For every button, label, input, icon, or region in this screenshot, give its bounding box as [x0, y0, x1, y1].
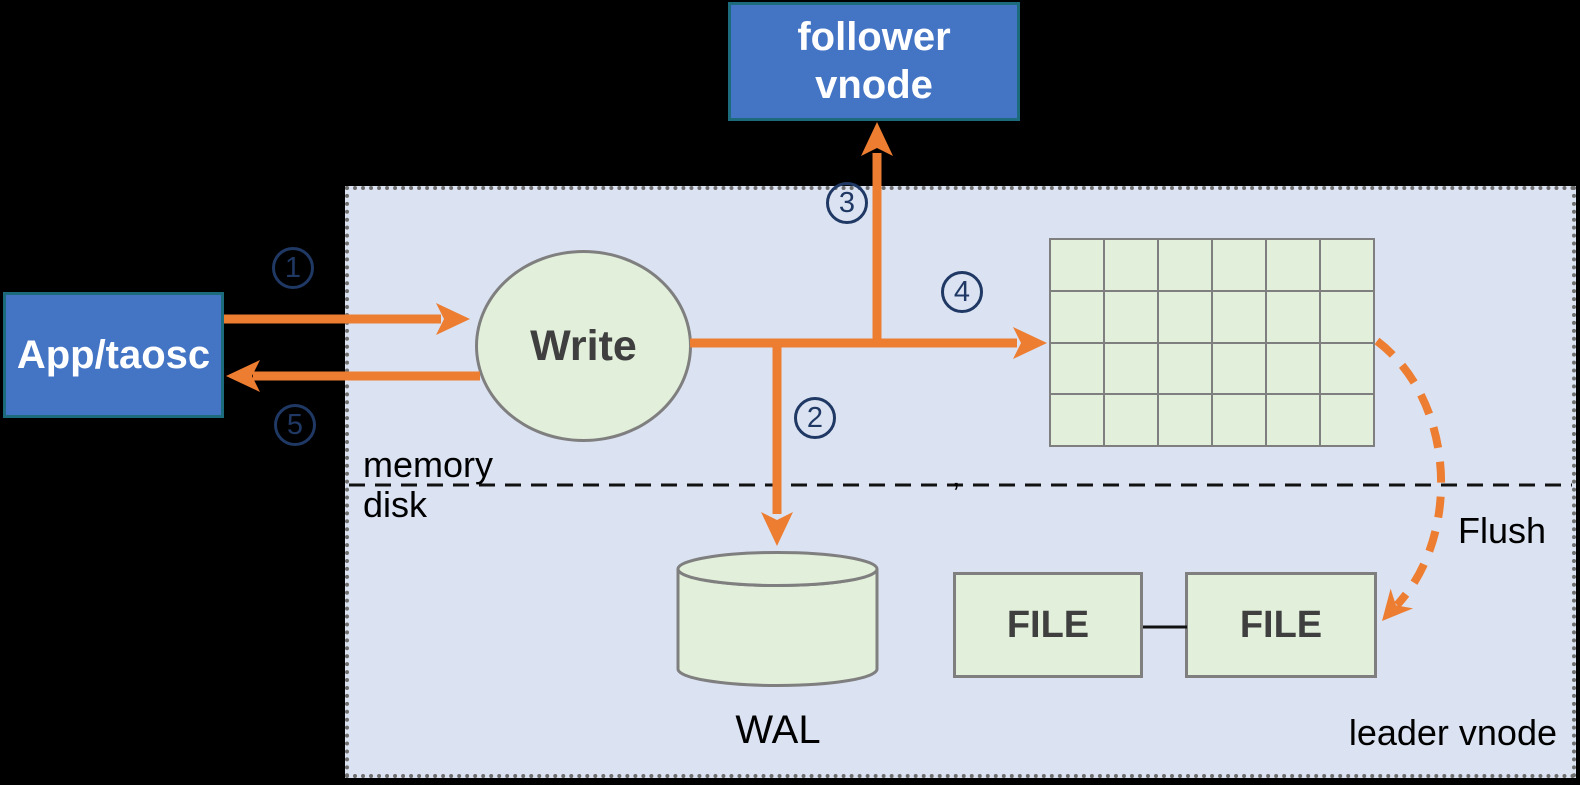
- arrowhead-step3: [861, 122, 893, 156]
- disk-label: disk: [363, 484, 428, 525]
- follower-label-line1: follower: [797, 15, 951, 60]
- memory-label: memory: [363, 444, 494, 485]
- memtable-cell: [1213, 240, 1265, 290]
- memtable-cell: [1213, 291, 1265, 342]
- follower-vnode-label: follower vnode: [797, 14, 950, 108]
- memtable-cell: [1321, 240, 1373, 290]
- step-badge-1: 1: [272, 247, 314, 289]
- file2-label: FILE: [1239, 603, 1323, 646]
- memtable-cell: [1267, 395, 1319, 445]
- follower-label-line2: vnode: [815, 62, 933, 107]
- arrowhead-step5: [226, 360, 260, 392]
- memtable-cell: [1213, 343, 1265, 394]
- memtable-cell: [1159, 395, 1211, 445]
- memtable-cell: [1105, 395, 1157, 445]
- step-digit-4: 4: [953, 275, 971, 308]
- wal-label: WAL: [735, 708, 821, 752]
- flush-label: Flush: [1458, 510, 1547, 551]
- memtable-cell: [1159, 240, 1211, 290]
- memtable-cell: [1159, 343, 1211, 394]
- memtable-grid: [1049, 238, 1375, 447]
- follower-vnode-node: follower vnode: [728, 2, 1020, 121]
- step-digit-2: 2: [806, 401, 824, 434]
- step-badge-4: 4: [941, 271, 983, 313]
- step-badge-5: 5: [274, 404, 316, 446]
- memtable-cell: [1051, 240, 1103, 290]
- memtable-cell: [1321, 291, 1373, 342]
- step-badge-2: 2: [794, 397, 836, 439]
- memtable-cell: [1105, 291, 1157, 342]
- step-digit-1: 1: [284, 251, 302, 284]
- app-taosc-label: App/taosc: [16, 332, 211, 377]
- step-digit-3: 3: [838, 186, 856, 219]
- app-taosc-node: App/taosc: [3, 292, 224, 418]
- memtable-cell: [1213, 395, 1265, 445]
- memtable-cell: [1159, 291, 1211, 342]
- step-digit-5: 5: [286, 408, 304, 441]
- file1-label: FILE: [1006, 603, 1090, 646]
- memtable-cell: [1267, 240, 1319, 290]
- memtable-cell: [1267, 291, 1319, 342]
- write-label: Write: [530, 321, 637, 370]
- memtable-cell: [1105, 343, 1157, 394]
- file-node-2: FILE: [1185, 572, 1377, 678]
- step-badge-3: 3: [826, 182, 868, 224]
- memtable-cell: [1267, 343, 1319, 394]
- comma-mark: ,: [952, 460, 961, 493]
- memtable-cell: [1051, 291, 1103, 342]
- memtable-cell: [1051, 343, 1103, 394]
- memtable-cell: [1321, 343, 1373, 394]
- memtable-cell: [1105, 240, 1157, 290]
- file-node-1: FILE: [953, 572, 1143, 678]
- memtable-cell: [1051, 395, 1103, 445]
- leader-vnode-label: leader vnode: [1348, 712, 1557, 753]
- memtable-cell: [1321, 395, 1373, 445]
- write-node: Write: [475, 250, 692, 442]
